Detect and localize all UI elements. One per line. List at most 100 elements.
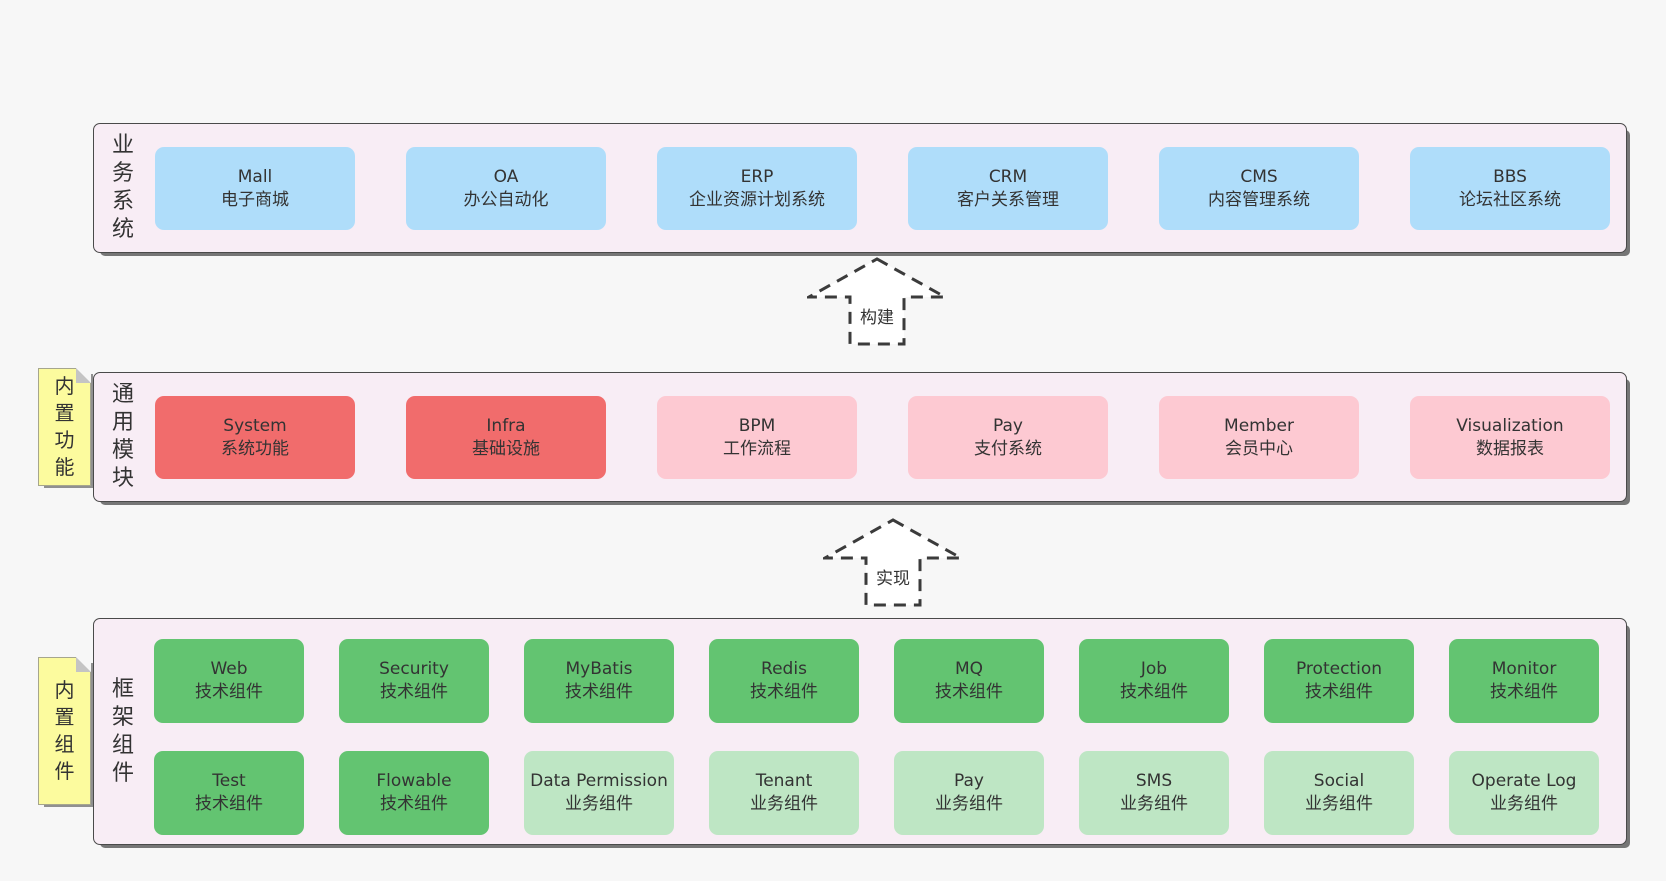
component-subtitle: 技术组件	[1305, 682, 1373, 702]
component-name: Web	[210, 659, 248, 679]
component-subtitle: 技术组件	[935, 682, 1003, 702]
component-box-test: Test 技术组件	[154, 751, 304, 835]
component-subtitle: 技术组件	[195, 682, 263, 702]
component-subtitle: 业务组件	[1490, 794, 1558, 814]
band-title-framework: 框 架 组 件	[111, 676, 134, 786]
component-subtitle: 技术组件	[195, 794, 263, 814]
component-subtitle: 业务组件	[750, 794, 818, 814]
component-subtitle: 会员中心	[1225, 438, 1293, 459]
component-subtitle: 技术组件	[750, 682, 818, 702]
component-name: Visualization	[1456, 415, 1564, 436]
component-box-monitor: Monitor 技术组件	[1449, 639, 1599, 723]
component-name: Member	[1224, 415, 1294, 436]
dashed-up-arrow-icon	[823, 518, 963, 607]
component-box-operate-log: Operate Log 业务组件	[1449, 751, 1599, 835]
component-name: SMS	[1135, 771, 1173, 791]
component-name: Flowable	[376, 771, 452, 791]
component-name: Protection	[1295, 659, 1382, 679]
component-subtitle: 企业资源计划系统	[689, 189, 825, 210]
component-box-sms: SMS 业务组件	[1079, 751, 1229, 835]
component-subtitle: 电子商城	[221, 189, 289, 210]
component-subtitle: 支付系统	[974, 438, 1042, 459]
arrow-label-implement: 实现	[876, 569, 910, 589]
component-box-social: Social 业务组件	[1264, 751, 1414, 835]
component-name: Redis	[761, 659, 807, 679]
component-name: Infra	[486, 415, 526, 436]
component-subtitle: 系统功能	[221, 438, 289, 459]
component-name: MQ	[954, 659, 984, 679]
component-name: ERP	[740, 166, 774, 187]
component-subtitle: 技术组件	[380, 794, 448, 814]
sticky-note-built-in-features: 内 置 功 能	[38, 368, 91, 486]
component-subtitle: 业务组件	[935, 794, 1003, 814]
component-subtitle: 业务组件	[1305, 794, 1373, 814]
component-box-redis: Redis 技术组件	[709, 639, 859, 723]
component-subtitle: 办公自动化	[463, 189, 549, 210]
dashed-up-arrow-icon	[807, 257, 947, 346]
component-box-mq: MQ 技术组件	[894, 639, 1044, 723]
component-name: Pay	[954, 771, 984, 791]
component-name: Job	[1140, 659, 1168, 679]
component-name: Monitor	[1491, 659, 1557, 679]
component-name: Operate Log	[1471, 771, 1577, 791]
component-name: Tenant	[755, 771, 813, 791]
band-title-modules: 通 用 模 块	[111, 382, 134, 491]
implement-arrow: 实现	[823, 518, 963, 608]
component-name: Mall	[237, 166, 273, 187]
component-box-web: Web 技术组件	[154, 639, 304, 723]
folded-corner-icon	[76, 657, 91, 672]
component-subtitle: 论坛社区系统	[1459, 189, 1561, 210]
component-name: BBS	[1493, 166, 1527, 187]
component-box-protection: Protection 技术组件	[1264, 639, 1414, 723]
component-name: Test	[212, 771, 246, 791]
component-name: OA	[493, 166, 519, 187]
sticky-note-label: 内 置 功 能	[54, 374, 75, 479]
component-name: Data Permission	[530, 771, 668, 791]
component-name: Pay	[993, 415, 1023, 436]
component-box-pay: Pay 业务组件	[894, 751, 1044, 835]
component-subtitle: 业务组件	[1120, 794, 1188, 814]
component-subtitle: 业务组件	[565, 794, 633, 814]
component-subtitle: 基础设施	[472, 438, 540, 459]
component-box-mybatis: MyBatis 技术组件	[524, 639, 674, 723]
component-subtitle: 内容管理系统	[1208, 189, 1310, 210]
component-name: CRM	[988, 166, 1028, 187]
component-subtitle: 技术组件	[1120, 682, 1188, 702]
sticky-note-label: 内 置 组 件	[54, 678, 75, 783]
folded-corner-icon	[76, 368, 91, 383]
component-name: System	[223, 415, 287, 436]
component-subtitle: 技术组件	[565, 682, 633, 702]
component-subtitle: 数据报表	[1476, 438, 1544, 459]
component-box-job: Job 技术组件	[1079, 639, 1229, 723]
component-subtitle: 技术组件	[380, 682, 448, 702]
sticky-note-built-in-components: 内 置 组 件	[38, 657, 91, 805]
component-box-tenant: Tenant 业务组件	[709, 751, 859, 835]
component-name: CMS	[1240, 166, 1278, 187]
component-box-flowable: Flowable 技术组件	[339, 751, 489, 835]
arrow-label-build: 构建	[860, 308, 894, 328]
band-title-business: 业 务 系 统	[111, 133, 134, 242]
component-name: Social	[1313, 771, 1365, 791]
component-subtitle: 工作流程	[723, 438, 791, 459]
component-subtitle: 技术组件	[1490, 682, 1558, 702]
component-name: MyBatis	[565, 659, 633, 679]
build-arrow: 构建	[807, 257, 947, 347]
